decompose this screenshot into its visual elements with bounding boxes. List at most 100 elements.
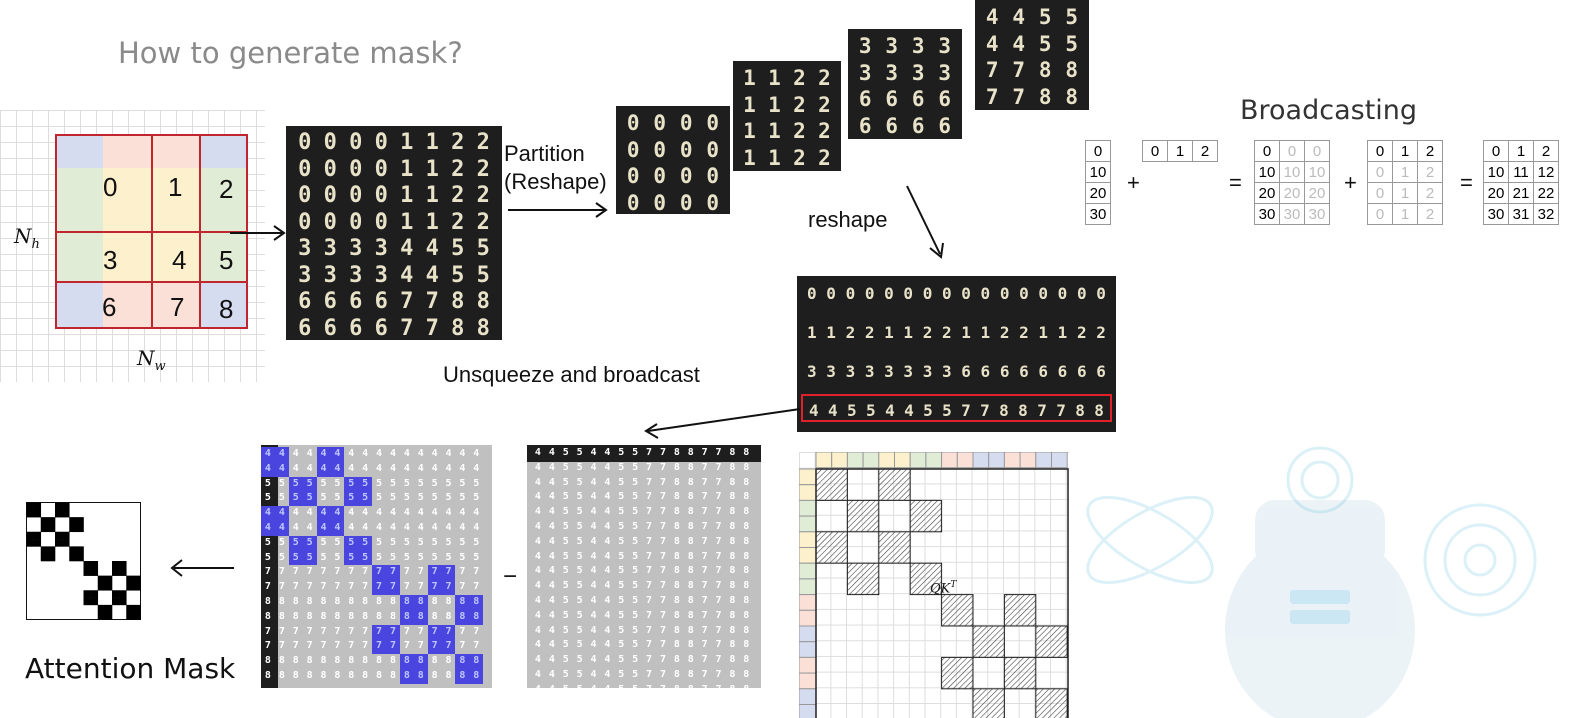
header-cell: 5 bbox=[576, 580, 583, 592]
flat-cell: 1 bbox=[807, 323, 817, 342]
qkt-hatched-block bbox=[972, 688, 1005, 718]
mask-cell: 8 bbox=[455, 594, 470, 610]
mask-cell: 5 bbox=[417, 492, 424, 504]
mask-cell: 8 bbox=[413, 668, 428, 684]
header-cell: 4 bbox=[548, 506, 555, 518]
mask-cell: 8 bbox=[306, 669, 313, 681]
block-cell: 0 bbox=[706, 111, 720, 135]
matrix-cell: 7 bbox=[400, 315, 414, 341]
table-cell: 1 bbox=[1167, 140, 1193, 162]
qkt-column-tint bbox=[846, 452, 864, 469]
block-cell: 3 bbox=[885, 60, 899, 85]
mask-cell: 7 bbox=[473, 581, 480, 593]
flat-cell: 2 bbox=[1076, 323, 1087, 342]
table-cell: 10 bbox=[1085, 161, 1111, 183]
mask-cell: 8 bbox=[431, 610, 438, 622]
mask-cell: 8 bbox=[292, 669, 299, 681]
mask-cell: 5 bbox=[389, 492, 396, 504]
header-cell: 4 bbox=[548, 580, 555, 592]
mask-cell: 8 bbox=[348, 610, 355, 622]
header-cell: 7 bbox=[646, 624, 653, 636]
mask-cell: 4 bbox=[403, 507, 410, 519]
mask-cell: 7 bbox=[334, 566, 341, 578]
mask-cell: 5 bbox=[445, 477, 452, 489]
table-cell: 0 bbox=[1085, 140, 1111, 162]
header-cell: 7 bbox=[715, 580, 722, 592]
header-cell: 4 bbox=[534, 565, 541, 577]
mask-cell: 5 bbox=[417, 536, 424, 548]
qkt-block-pattern bbox=[799, 452, 1069, 718]
header-cell: 7 bbox=[715, 624, 722, 636]
table-cell: 1 bbox=[1392, 161, 1418, 183]
header-cell: 5 bbox=[576, 461, 583, 473]
mask-cell: 7 bbox=[261, 624, 275, 640]
attention-mask-cell bbox=[83, 590, 91, 598]
qkt-row-tint bbox=[799, 515, 817, 533]
qkt-row-tint bbox=[799, 531, 817, 549]
mask-cell: 7 bbox=[372, 624, 387, 640]
matrix-cell: 3 bbox=[298, 262, 312, 288]
mask-cell: 5 bbox=[288, 491, 303, 507]
header-cell: 4 bbox=[604, 535, 611, 547]
flat-cell: 5 bbox=[942, 401, 952, 420]
mask-cell: 4 bbox=[274, 520, 289, 536]
header-cell: 8 bbox=[729, 520, 736, 532]
qkt-row-tint bbox=[799, 484, 817, 501]
mask-cell: 7 bbox=[362, 566, 369, 578]
mask-cell: 5 bbox=[389, 551, 396, 563]
header-cell: 5 bbox=[576, 683, 583, 695]
table-cell: 20 bbox=[1085, 182, 1111, 204]
header-cell: 5 bbox=[576, 506, 583, 518]
header-cell: 4 bbox=[590, 535, 597, 547]
window-id-8: 8 bbox=[219, 294, 234, 324]
qkt-hatched-block bbox=[878, 531, 911, 564]
header-cell: 5 bbox=[576, 520, 583, 532]
attention-mask-cell bbox=[97, 604, 106, 613]
mask-cell: 8 bbox=[278, 669, 285, 681]
mask-cell: 7 bbox=[334, 640, 341, 652]
header-cell: 5 bbox=[632, 447, 639, 458]
mask-cell: 8 bbox=[348, 655, 355, 667]
attention-mask-cell bbox=[33, 531, 42, 540]
attention-mask-cell bbox=[126, 604, 134, 613]
header-cell: 5 bbox=[562, 580, 569, 592]
mask-cell: 7 bbox=[459, 566, 466, 578]
flat-cell: 0 bbox=[807, 284, 817, 303]
mask-cell: 5 bbox=[445, 492, 452, 504]
block-cell: 0 bbox=[626, 137, 640, 162]
attention-mask-cell bbox=[104, 575, 113, 584]
mask-cell: 5 bbox=[302, 491, 317, 507]
header-cell: 4 bbox=[534, 550, 541, 562]
matrix-cell: 0 bbox=[374, 183, 388, 208]
attention-mask-cell bbox=[55, 502, 63, 511]
matrix-cell: 0 bbox=[323, 209, 337, 235]
attention-mask-cell bbox=[69, 517, 77, 525]
block-cell: 2 bbox=[793, 92, 806, 117]
header-cell: 8 bbox=[743, 683, 750, 695]
header-cell: 8 bbox=[729, 609, 736, 621]
flat-cell: 7 bbox=[1037, 401, 1047, 420]
mask-cell: 7 bbox=[459, 625, 466, 637]
matrix-cell: 3 bbox=[349, 236, 363, 261]
partition-label: Partition (Reshape) bbox=[504, 141, 607, 194]
mask-cell: 4 bbox=[292, 462, 299, 474]
mask-cell: 5 bbox=[417, 477, 424, 489]
mask-cell: 7 bbox=[348, 625, 355, 637]
header-cell: 5 bbox=[576, 639, 583, 651]
flat-cell: 0 bbox=[999, 284, 1010, 303]
header-cell: 7 bbox=[659, 461, 666, 473]
mask-cell: 7 bbox=[306, 566, 313, 578]
header-cell: 8 bbox=[673, 520, 680, 532]
header-cell: 8 bbox=[743, 668, 750, 680]
header-cell: 8 bbox=[673, 609, 680, 621]
